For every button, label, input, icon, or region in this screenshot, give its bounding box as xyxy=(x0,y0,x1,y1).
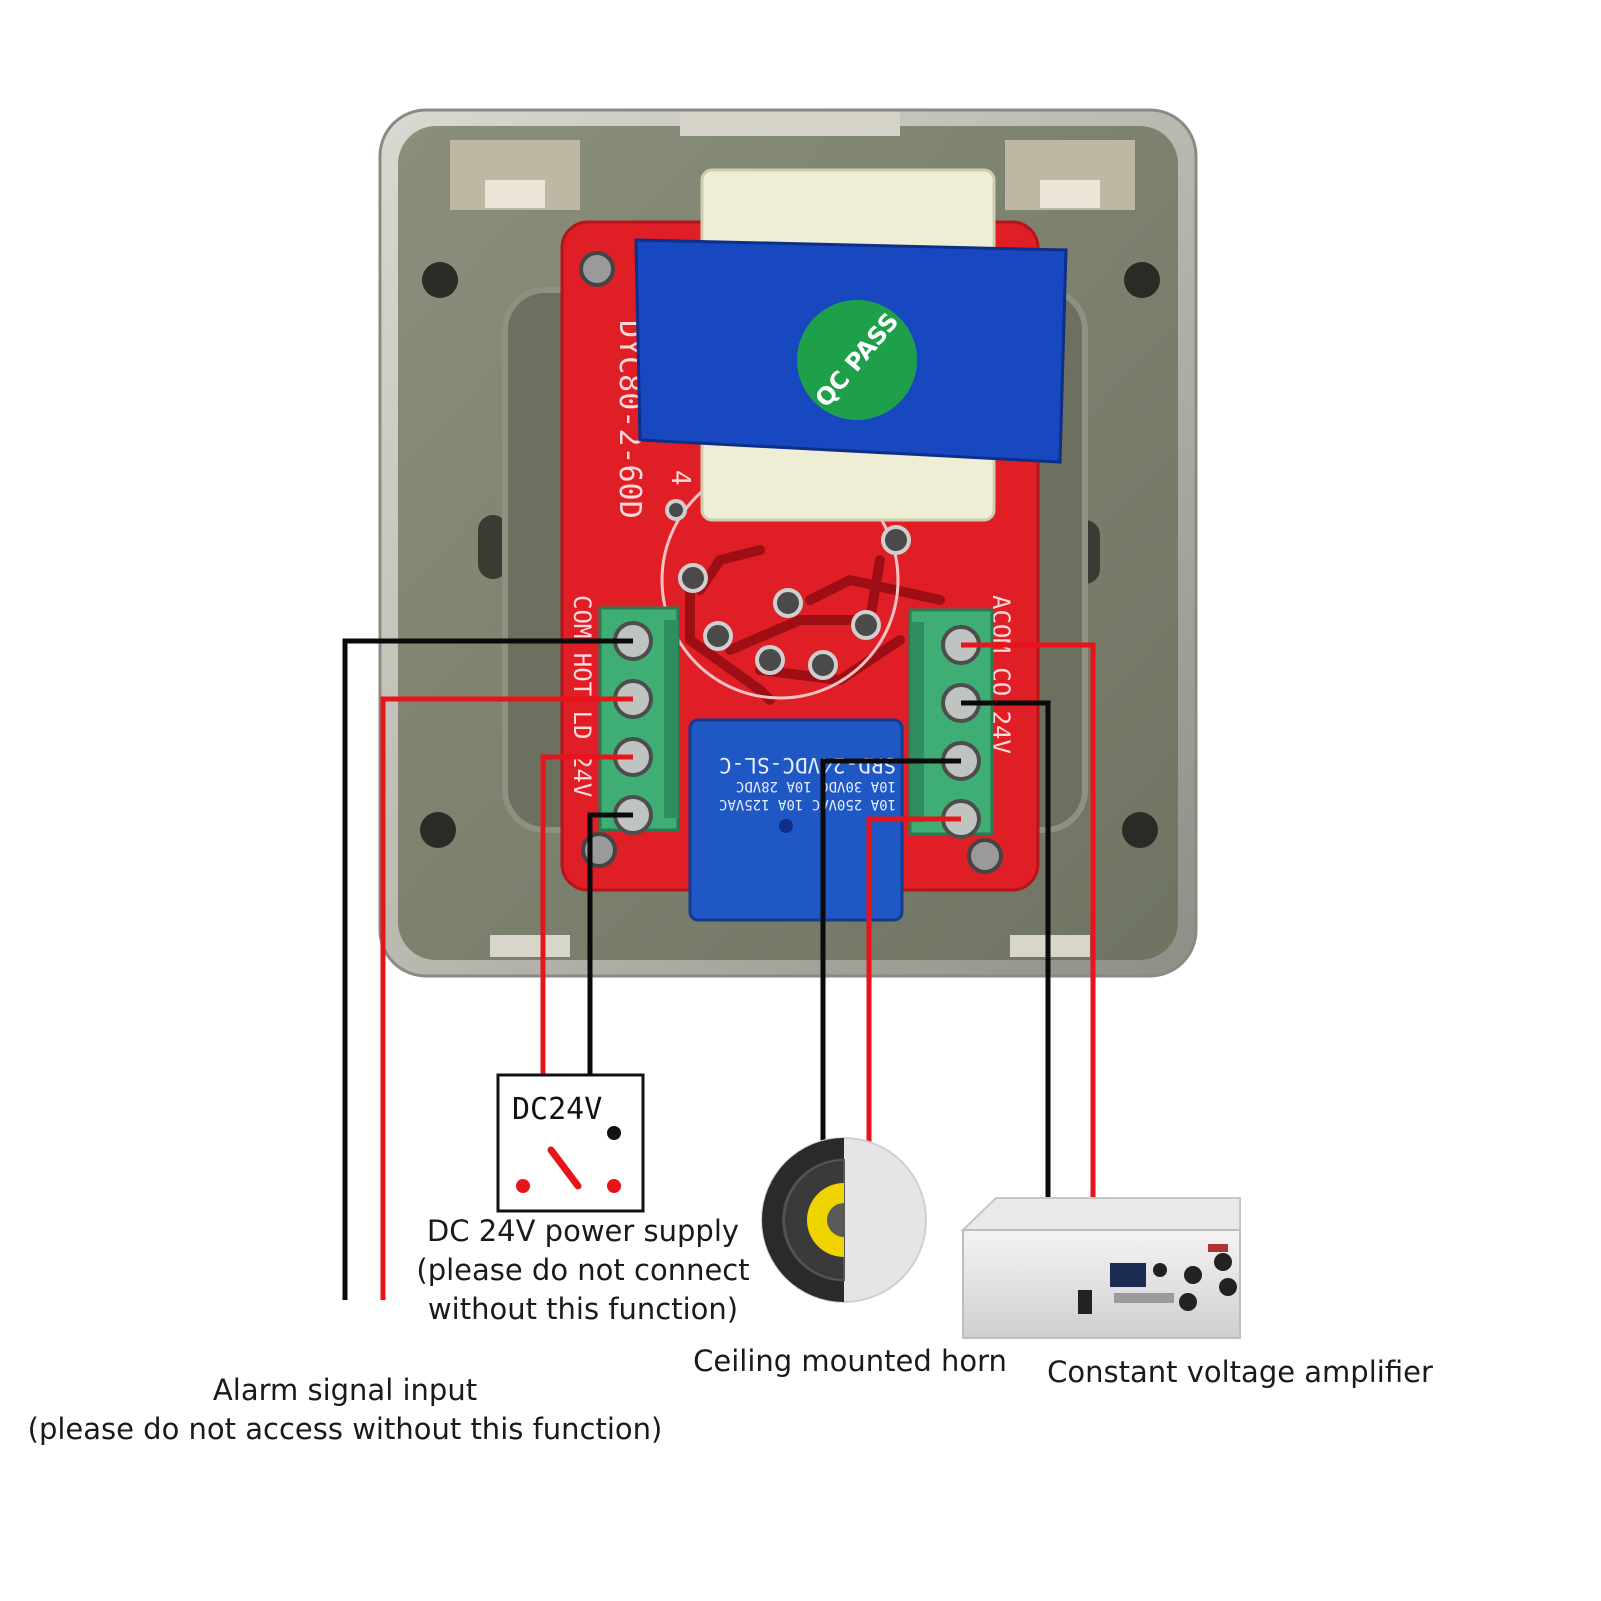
horn-label: Ceiling mounted horn xyxy=(680,1342,1020,1381)
horn-wire-red xyxy=(866,816,961,1142)
amplifier-knob-3 xyxy=(1214,1253,1232,1271)
alarm-wire-black xyxy=(342,638,633,1300)
alarm-label: Alarm signal input (please do not access… xyxy=(10,1371,680,1449)
amplifier-knob-5 xyxy=(1179,1293,1197,1311)
left-terminal-print: COM HOT LD 24V xyxy=(568,595,596,797)
top-clip-left-tab xyxy=(485,180,545,208)
alarm-label-line-2: (please do not access without this funct… xyxy=(27,1412,663,1446)
amplifier xyxy=(960,1197,1241,1339)
pcb-screw-bottom-right xyxy=(967,838,1003,874)
amplifier-wire-black xyxy=(961,700,1051,1208)
relay-dot xyxy=(779,819,793,833)
horn-wire-black xyxy=(820,758,961,1142)
volume-controller-device: DYC80-2-60D 4 COM HOT LD 24V ACOM CO 24V… xyxy=(378,108,1198,978)
amplifier-power-switch xyxy=(1078,1290,1092,1314)
amplifier-knob-4 xyxy=(1219,1278,1237,1296)
alarm-wire-red xyxy=(380,696,633,1300)
dc24v-switch-box: DC24V xyxy=(496,1073,645,1213)
dc24v-wire-red xyxy=(540,754,633,1075)
wires xyxy=(342,638,1096,1300)
dc24v-box-label: DC24V xyxy=(512,1092,602,1127)
power-supply-label-line-3: without this function) xyxy=(427,1292,739,1326)
bottom-clip-left xyxy=(490,935,570,957)
alarm-label-line-1: Alarm signal input xyxy=(212,1373,478,1407)
horn-label-text: Ceiling mounted horn xyxy=(693,1344,1007,1378)
relay-model-text: SRD-24VDC-SL-C xyxy=(719,753,896,777)
dc24v-wire-black xyxy=(587,812,633,1075)
top-clip-right-tab xyxy=(1040,180,1100,208)
pcb-number-text: 4 xyxy=(665,470,695,486)
switch-terminal-right xyxy=(607,1179,621,1193)
amplifier-knob-1 xyxy=(1153,1263,1167,1277)
pcb-solder-pads xyxy=(665,499,911,680)
ceiling-horn xyxy=(761,1137,927,1303)
mount-hole-top-left xyxy=(422,262,458,298)
relay-rating-line-2: 10A 30VDC 10A 28VDC xyxy=(736,778,896,794)
switch-lever xyxy=(547,1146,582,1190)
mount-hole-bottom-right xyxy=(1122,812,1158,848)
mount-hole-top-right xyxy=(1124,262,1160,298)
switch-terminal-left xyxy=(516,1179,530,1193)
power-supply-label: DC 24V power supply (please do not conne… xyxy=(403,1212,763,1329)
switch-terminal-top xyxy=(607,1126,621,1140)
amplifier-display xyxy=(1110,1263,1146,1287)
power-supply-label-line-2: (please do not connect xyxy=(416,1253,750,1287)
pcb-screw-top-left xyxy=(579,251,615,287)
mount-hole-bottom-left xyxy=(420,812,456,848)
power-supply-label-line-1: DC 24V power supply xyxy=(426,1214,740,1248)
amplifier-label-text: Constant voltage amplifier xyxy=(1047,1355,1433,1389)
qc-pass-badge: QC PASS xyxy=(797,300,917,420)
amplifier-wire-red xyxy=(961,642,1096,1198)
pcb-traces xyxy=(685,545,945,705)
relay-rating-line-1: 10A 250VAC 10A 125VAC xyxy=(719,796,896,812)
top-clip-middle xyxy=(680,112,900,136)
amplifier-label: Constant voltage amplifier xyxy=(1030,1353,1450,1392)
amplifier-knob-2 xyxy=(1184,1266,1202,1284)
slot-left xyxy=(478,515,508,579)
